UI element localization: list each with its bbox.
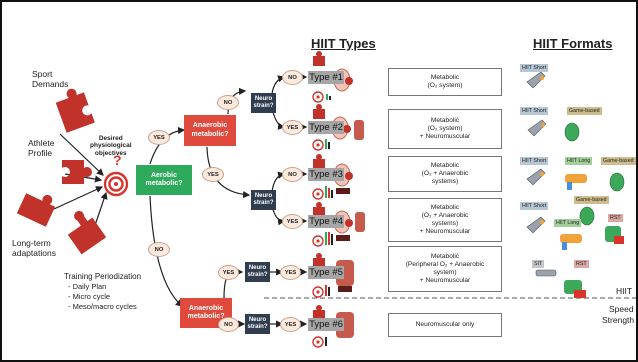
sport-demands-label: Sport Demands [32, 69, 69, 89]
yes-answer: YES [280, 265, 301, 280]
neuro-strain-question: Neuro strain? [251, 93, 276, 113]
rst-tag: RST [608, 214, 623, 222]
anaerobic-metabolic-question-top: Anaerobic metabolic? [184, 115, 236, 146]
type-3-label: Type #3 [308, 168, 344, 181]
yes-answer: YES [280, 317, 301, 332]
type-3-description: Metabolic (O₂ + Anaerobic systems) [388, 156, 502, 192]
no-answer: NO [282, 167, 303, 182]
game-based-tag: Game-based [567, 107, 602, 115]
no-answer: NO [217, 95, 239, 110]
sit-tag: SIT [532, 260, 545, 268]
no-answer: NO [148, 242, 170, 257]
yes-answer: YES [148, 130, 170, 145]
type-1-label: Type #1 [308, 71, 344, 84]
yes-answer: YES [218, 265, 239, 280]
hiit-long-tag: HIIT Long [554, 219, 582, 227]
type-2-description: Metabolic (O₂ system) + Neuromuscular [388, 109, 502, 149]
yes-answer: YES [282, 214, 303, 229]
periodization-item: - Meso/macro cycles [68, 302, 137, 311]
target-icon [103, 171, 129, 197]
yes-answer: YES [202, 167, 224, 182]
hiit-formats-header: HIIT Formats [533, 36, 613, 51]
aerobic-metabolic-question: Aerobic metabolic? [136, 165, 192, 195]
type-4-label: Type #4 [308, 215, 344, 228]
question-mark: ? [113, 152, 122, 168]
speed-side-label: Speed [609, 304, 634, 314]
neuro-strain-question: Neuro strain? [245, 262, 270, 282]
hiit-short-tag: HIIT Short [520, 107, 549, 115]
type-5-label: Type #5 [308, 266, 344, 279]
athlete-profile-label: Athlete Profile [28, 138, 55, 158]
hiit-types-header: HIIT Types [311, 36, 376, 51]
hiit-short-tag: HIIT Short [520, 157, 549, 165]
hiit-short-tag: HIIT Short [520, 202, 549, 210]
type-1-description: Metabolic (O₂ system) [388, 68, 502, 96]
type-6-label: Type #6 [308, 318, 344, 331]
strength-side-label: Strength [602, 315, 635, 325]
game-based-tag: Game-based [574, 196, 609, 204]
type-4-description: Metabolic (O₂ + Anaerobic systems) + Neu… [388, 198, 502, 242]
hiit-side-label: HIIT [616, 286, 633, 296]
game-based-tag: Game-based [601, 157, 636, 165]
no-answer: NO [282, 70, 303, 85]
type-5-description: Metabolic (Peripheral O₂ + Anaerobic sys… [388, 246, 502, 292]
desired-objectives-label: Desired physiological objectives [90, 135, 132, 157]
yes-answer: YES [282, 120, 303, 135]
no-answer: NO [218, 317, 239, 332]
type-6-description: Neuromuscular only [388, 313, 502, 337]
puzzle-icons [16, 88, 107, 255]
periodization-item: - Micro cycle [68, 292, 111, 301]
format-icons [526, 71, 625, 298]
periodization-item: - Daily Plan [68, 282, 107, 291]
long-term-adaptations-label: Long-term adaptations [12, 238, 56, 258]
neuro-strain-question: Neuro strain? [245, 314, 270, 334]
periodization-title: Training Periodization [64, 272, 142, 281]
type-2-label: Type #2 [308, 121, 344, 134]
rst-tag: RST [574, 260, 589, 268]
neuro-strain-question: Neuro strain? [251, 190, 276, 210]
type-row-icons [312, 51, 365, 348]
hiit-short-tag: HIIT Short [520, 64, 549, 72]
hiit-long-tag: HIIT Long [565, 157, 593, 165]
